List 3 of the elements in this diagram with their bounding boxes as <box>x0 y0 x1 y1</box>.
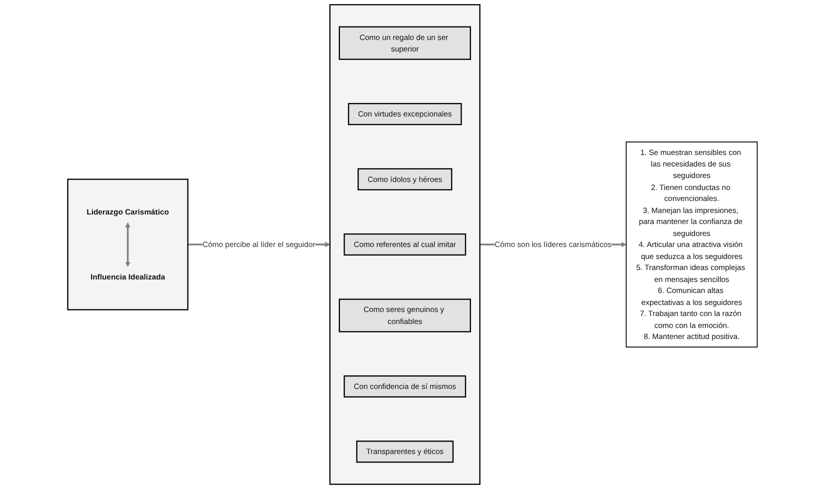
cluster <box>329 4 480 485</box>
arrow <box>125 222 130 267</box>
cluster <box>67 178 188 310</box>
